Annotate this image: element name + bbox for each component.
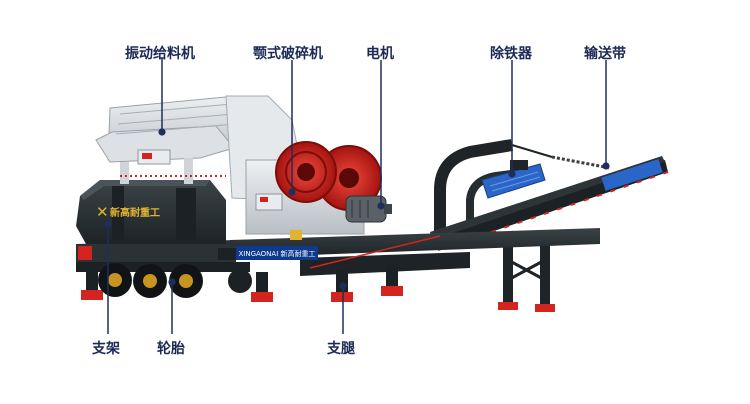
label-support-frame: 支架 (92, 341, 120, 357)
label-motor: 电机 (366, 46, 394, 62)
label-vibrating-feeder: 振动给料机 (125, 46, 195, 62)
tires (98, 263, 252, 298)
flywheels (275, 141, 382, 211)
nameplate: XINGAONAI 新高耐重工 (236, 246, 318, 260)
label-support-legs: 支腿 (327, 341, 355, 357)
nameplate-text: XINGAONAI 新高耐重工 (238, 249, 315, 258)
label-iron-remover: 除铁器 (490, 46, 532, 62)
label-conveyor: 输送带 (584, 46, 626, 62)
iron-remover (481, 144, 611, 199)
label-jaw-crusher: 颚式破碎机 (253, 46, 323, 62)
brand-logo-text: 新高耐重工 (110, 206, 160, 219)
label-tires: 轮胎 (157, 341, 185, 357)
leader-lines (104, 58, 610, 334)
brand-logo: ✕ 新高耐重工 (96, 203, 160, 221)
brand-logo-icon: ✕ (96, 203, 109, 221)
hopper-body (76, 180, 226, 244)
conveyor-belt (430, 156, 669, 251)
motor (345, 195, 392, 223)
vibrating-feeder (95, 95, 241, 184)
